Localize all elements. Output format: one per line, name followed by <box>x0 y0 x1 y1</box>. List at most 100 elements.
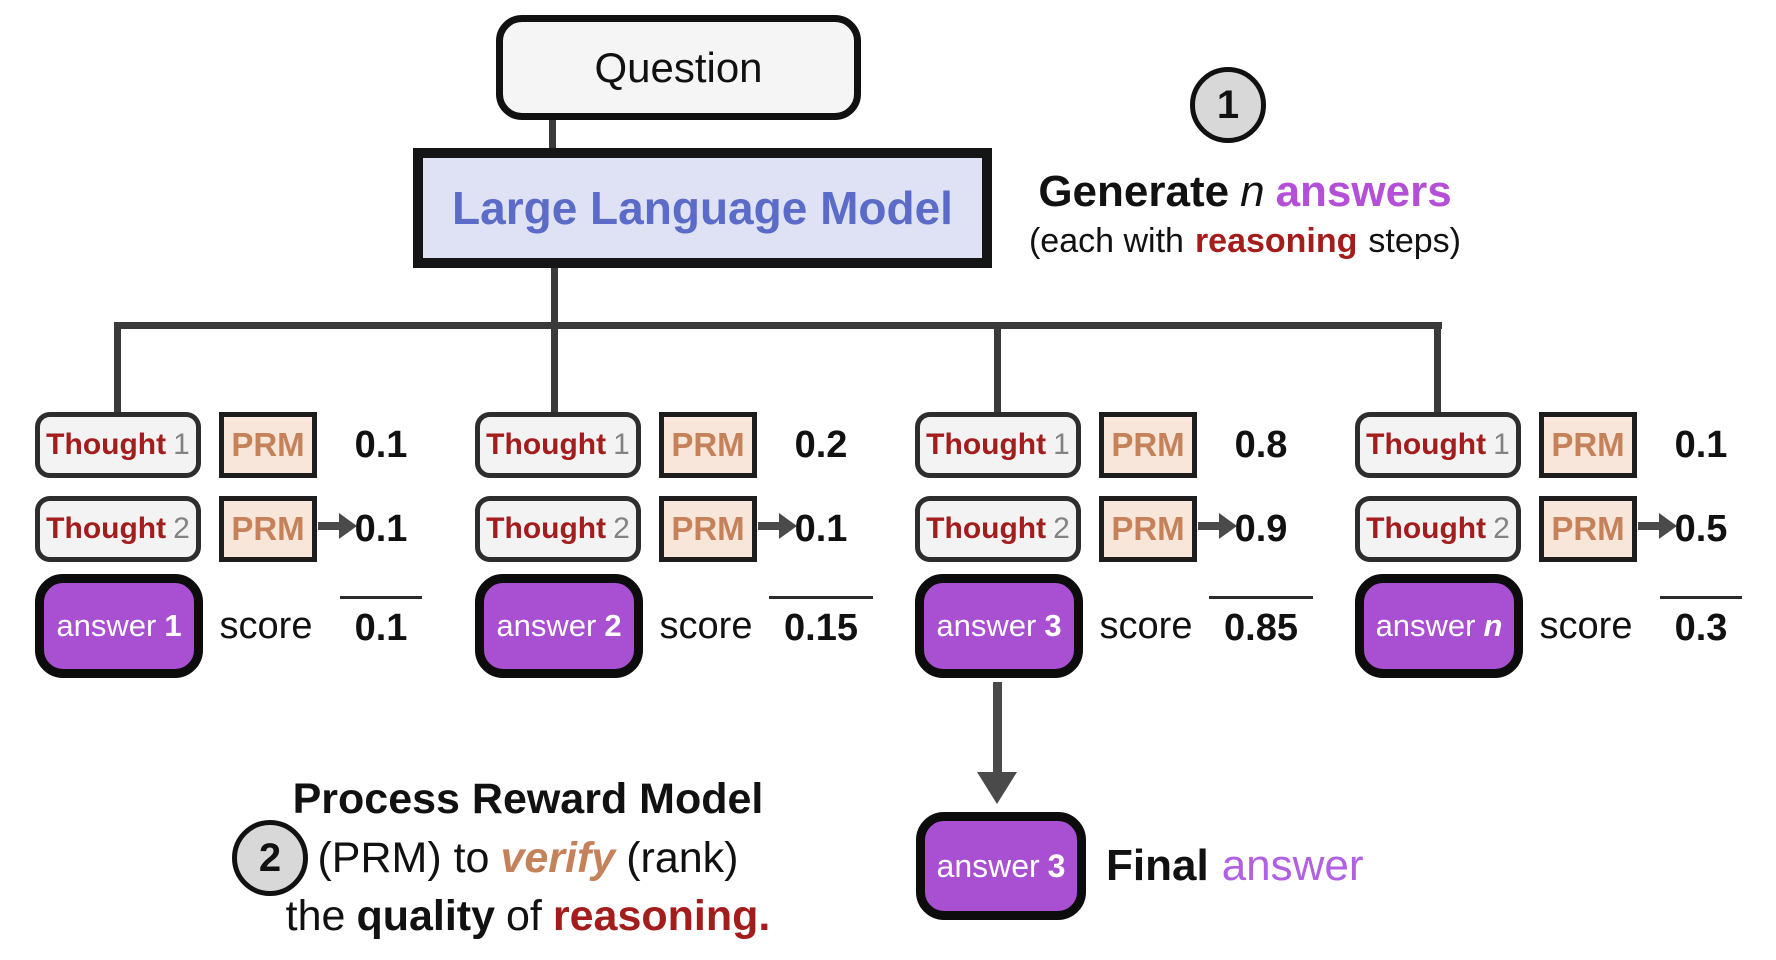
thought-2-box: Thought 2 <box>475 496 641 562</box>
answer-box: answer 1 <box>35 574 203 678</box>
answer-number: 1 <box>164 608 182 643</box>
right-arrow-icon <box>1638 522 1661 530</box>
prm-score-2: 0.9 <box>1234 507 1288 550</box>
score-label: score <box>219 604 313 647</box>
answer-box: answer n <box>1355 574 1523 678</box>
thought-number: 1 <box>173 428 190 461</box>
total-score-value: 0.85 <box>1209 596 1313 650</box>
prm-box: PRM <box>1539 412 1637 478</box>
prm-box: PRM <box>659 496 757 562</box>
thought-2-box: Thought 2 <box>35 496 201 562</box>
right-arrow-icon <box>758 522 781 530</box>
step2-post: (rank) <box>626 833 739 882</box>
answer-number: 3 <box>1044 608 1062 643</box>
prm-score-1: 0.8 <box>1234 423 1288 466</box>
answer-number: 2 <box>604 608 622 643</box>
prm-label: PRM <box>1111 426 1185 463</box>
final-answer-box: answer 3 <box>916 812 1086 920</box>
score-label: score <box>1099 604 1193 647</box>
reasoning-word: reasoning. <box>552 891 771 940</box>
final-word: Final <box>1106 841 1209 890</box>
thought-1-box: Thought 1 <box>1355 412 1521 478</box>
thought-2-box: Thought 2 <box>915 496 1081 562</box>
thought-number: 2 <box>1493 512 1510 545</box>
right-arrow-head-icon <box>1219 513 1237 539</box>
score-label: score <box>1539 604 1633 647</box>
prm-box: PRM <box>219 412 317 478</box>
thought-label: Thought <box>926 512 1047 545</box>
prm-box: PRM <box>219 496 317 562</box>
subtitle-post: steps) <box>1368 221 1462 260</box>
answer-column-2: Thought 1 PRM 0.2 Thought 2 PRM 0.1 answ… <box>475 412 907 680</box>
step-2-title: Process Reward Model <box>248 774 808 824</box>
thought-number: 1 <box>1053 428 1070 461</box>
answer-word: answer <box>496 608 597 643</box>
prm-label: PRM <box>1551 510 1625 547</box>
prm-score-1: 0.1 <box>354 423 408 466</box>
prm-box: PRM <box>1539 496 1637 562</box>
answers-word: answers <box>1275 167 1452 216</box>
connector-horizontal-bar <box>114 322 1442 329</box>
total-score: 0.1 <box>311 568 451 678</box>
thought-number: 2 <box>613 512 630 545</box>
answer-word: answer <box>936 608 1037 643</box>
answer-column-3: Thought 1 PRM 0.8 Thought 2 PRM 0.9 answ… <box>915 412 1347 680</box>
thought-1-box: Thought 1 <box>35 412 201 478</box>
connector-stub-4 <box>1434 322 1441 414</box>
total-score-value: 0.3 <box>1659 596 1743 650</box>
step-1-title: Generate n answers <box>1000 166 1490 218</box>
question-box: Question <box>496 15 861 120</box>
connector-stub-3 <box>994 322 1001 414</box>
prm-label: PRM <box>1111 510 1185 547</box>
prm-label: PRM <box>671 426 745 463</box>
reasoning-word: reasoning <box>1194 221 1358 260</box>
step-2-badge: 2 <box>232 820 308 896</box>
connector-stub-1 <box>114 322 121 414</box>
final-answer-word: answer <box>1221 841 1364 890</box>
subtitle-pre: (each with <box>1028 221 1184 260</box>
thought-label: Thought <box>1366 428 1487 461</box>
thought-label: Thought <box>46 512 167 545</box>
score-label: score <box>659 604 753 647</box>
thought-2-box: Thought 2 <box>1355 496 1521 562</box>
step-1-subtitle: (each with reasoning steps) <box>1000 220 1490 262</box>
step2-of: of <box>506 891 542 940</box>
answer-column-1: Thought 1 PRM 0.1 Thought 2 PRM 0.1 answ… <box>35 412 467 680</box>
prm-score-2: 0.1 <box>354 507 408 550</box>
connector-question-llm <box>549 118 556 150</box>
thought-label: Thought <box>926 428 1047 461</box>
llm-box: Large Language Model <box>413 148 992 268</box>
prm-box: PRM <box>1099 496 1197 562</box>
step-1-number: 1 <box>1216 82 1240 127</box>
right-arrow-head-icon <box>339 513 357 539</box>
answer-word: answer <box>936 847 1040 884</box>
generate-word: Generate <box>1038 167 1230 216</box>
total-score-value: 0.1 <box>339 596 423 650</box>
right-arrow-head-icon <box>1659 513 1677 539</box>
prm-label: PRM <box>231 426 305 463</box>
answer-word: answer <box>1375 608 1476 643</box>
prm-box: PRM <box>1099 412 1197 478</box>
prm-full-name: Process Reward Model <box>292 774 764 823</box>
step2-the: the <box>285 891 346 940</box>
total-score-value: 0.15 <box>769 596 873 650</box>
thought-1-box: Thought 1 <box>915 412 1081 478</box>
verify-word: verify <box>500 833 616 882</box>
question-label: Question <box>594 43 763 91</box>
down-arrow-icon <box>993 682 1002 774</box>
down-arrow-head-icon <box>977 772 1017 804</box>
llm-label: Large Language Model <box>452 182 953 234</box>
total-score: 0.15 <box>751 568 891 678</box>
final-answer-label: Final answer <box>1106 812 1364 920</box>
step-2-line-3: the quality of reasoning. <box>248 890 808 942</box>
connector-llm-trunk <box>551 264 558 414</box>
prm-score-1: 0.1 <box>1674 423 1728 466</box>
prm-label: PRM <box>1551 426 1625 463</box>
thought-number: 1 <box>1493 428 1510 461</box>
total-score: 0.85 <box>1191 568 1331 678</box>
quality-word: quality <box>356 891 496 940</box>
prm-label: PRM <box>671 510 745 547</box>
answer-word: answer <box>56 608 157 643</box>
answer-column-n: Thought 1 PRM 0.1 Thought 2 PRM 0.5 answ… <box>1355 412 1776 680</box>
